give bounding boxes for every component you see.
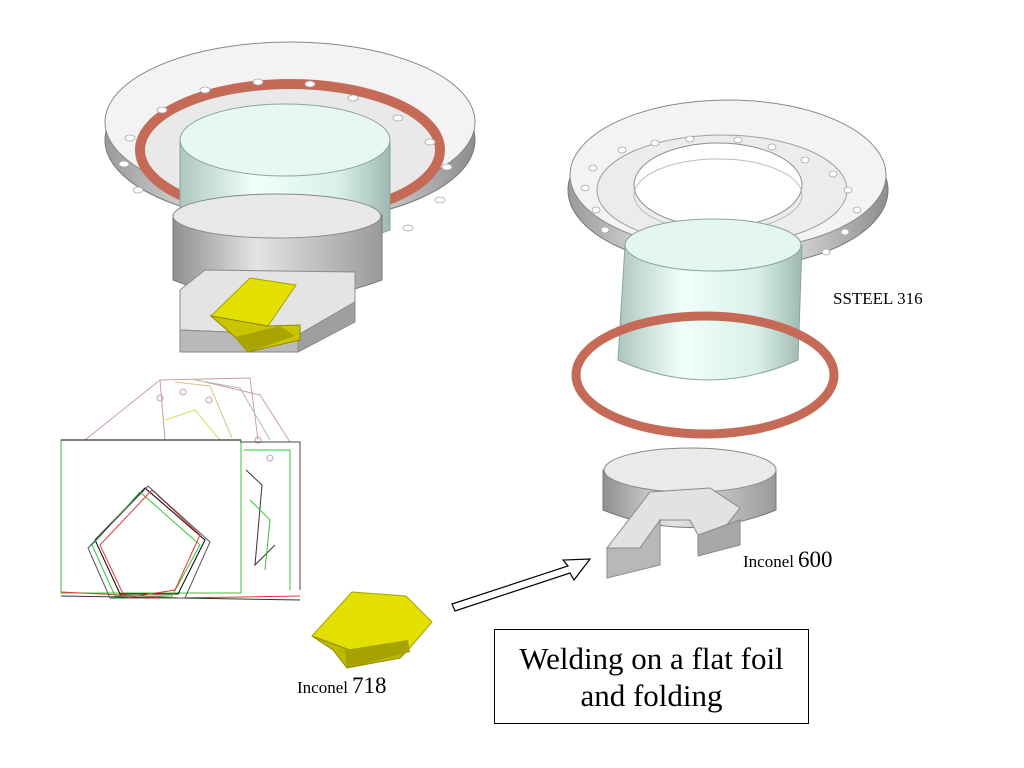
right-flange-assembly [567, 99, 889, 579]
right-block-front [606, 518, 661, 579]
right-flange-bore [633, 142, 803, 228]
left-block-side [297, 301, 356, 353]
inconel-718-label: Inconel 718 [297, 673, 386, 699]
inconel-600-prefix: Inconel [743, 552, 794, 571]
inconel-718-number: 718 [351, 673, 387, 698]
caption-box: Welding on a flat foil and folding [494, 629, 809, 724]
left-tube-top [179, 103, 391, 177]
right-tube-top [624, 218, 802, 272]
wireframe-foil-drawing [60, 377, 301, 601]
inconel-600-label: Inconel 600 [743, 547, 832, 573]
right-lower-disc-top [603, 447, 777, 493]
right-block-right [697, 519, 741, 557]
right-bolt-holes [580, 135, 862, 256]
left-flange-assembly [104, 41, 476, 353]
inconel-718-prefix: Inconel [297, 678, 348, 697]
left-bolt-holes [118, 78, 453, 232]
flow-arrow [451, 558, 592, 612]
inconel-600-number: 600 [797, 547, 833, 572]
inconel-718-foil [311, 591, 433, 669]
ssteel-316-label: SSTEEL 316 [833, 289, 923, 308]
right-gasket [571, 311, 839, 439]
left-foil-dark [235, 326, 295, 352]
caption-text: Welding on a flat foil and folding [519, 640, 784, 713]
left-lower-disc-top [172, 193, 382, 239]
